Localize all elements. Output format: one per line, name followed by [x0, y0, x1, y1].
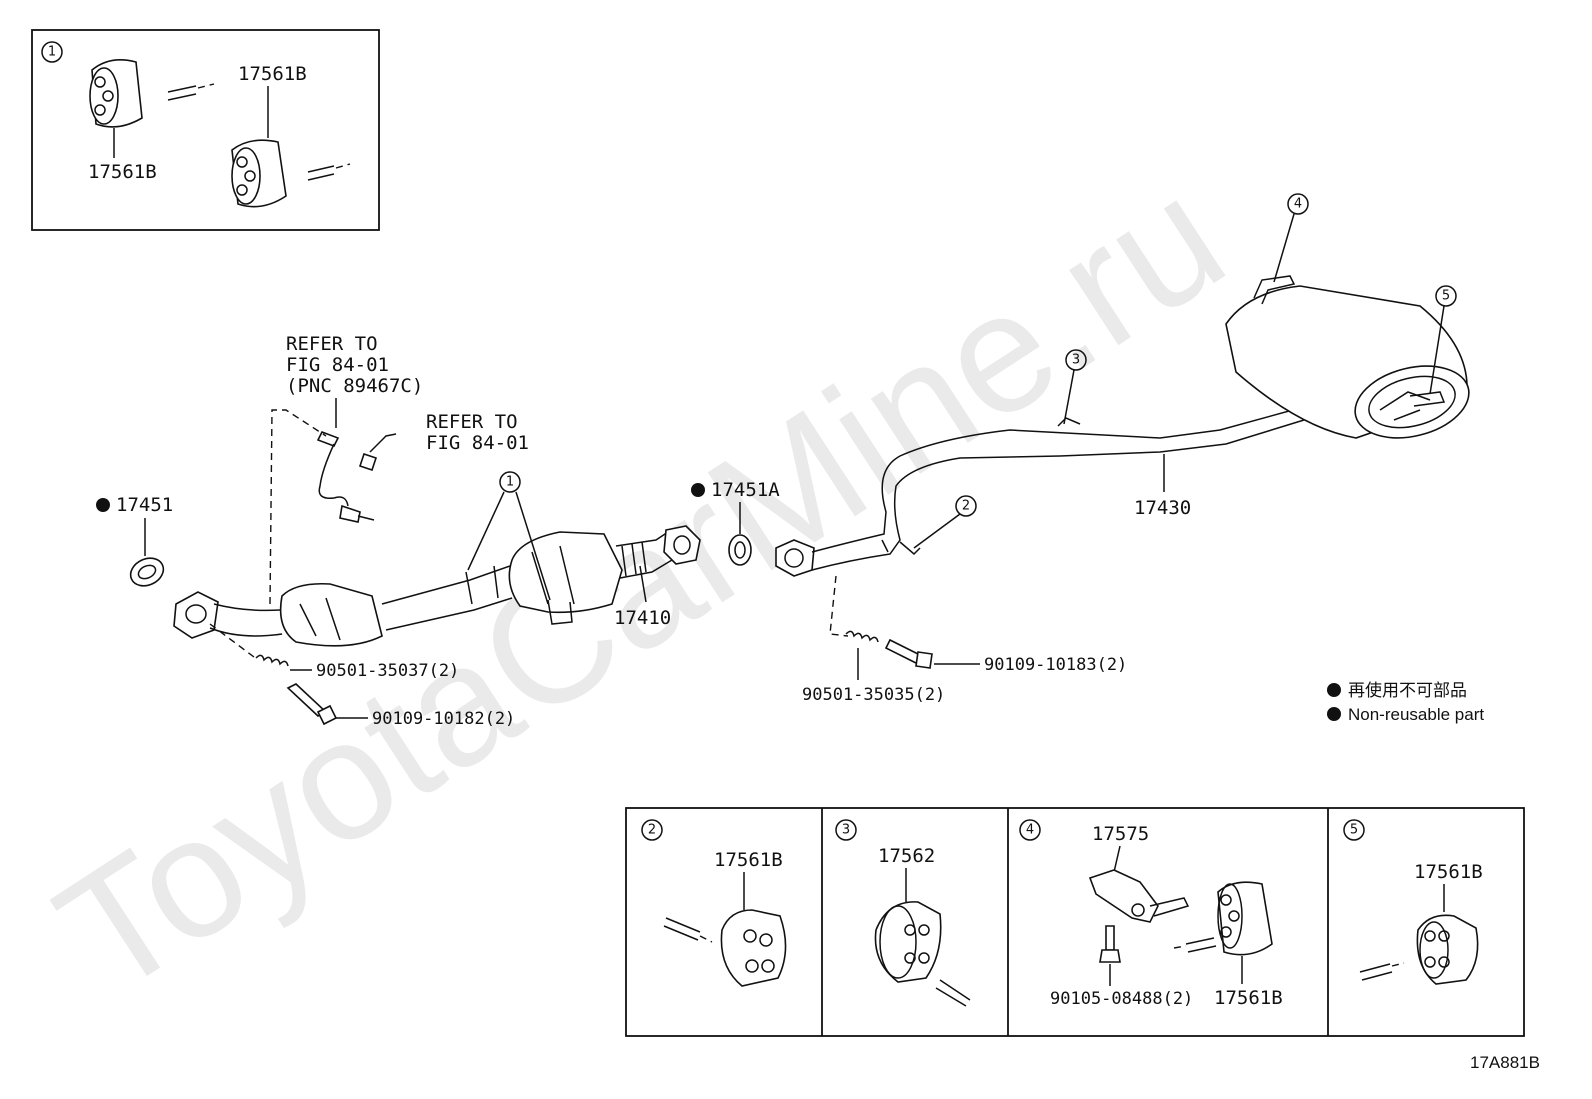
detail-box-1-frame — [31, 29, 380, 231]
detail-box-1: 1 17561B 17561B — [31, 29, 380, 231]
pipe-flange-icon — [663, 525, 701, 565]
rubber-hanger-icon — [720, 909, 787, 987]
pin-icon — [167, 85, 197, 101]
refer-fig-84-01-b-line2: FIG 84-01 — [426, 432, 529, 454]
non-reusable-dot-icon — [1327, 707, 1341, 721]
gasket-17451: 17451 — [96, 494, 173, 587]
callout-4: 4 — [1294, 197, 1302, 212]
part-label-17561B-box5: 17561B — [1414, 861, 1483, 883]
spring-bolt-set-left: 90501-35037(2) 90109-10182(2) — [209, 623, 515, 729]
pin-icon — [1185, 937, 1217, 953]
callout-circle-icon — [1435, 285, 1457, 307]
spring-bolt-set-middle: 90109-10183(2) 90501-35035(2) — [802, 575, 1127, 705]
part-label-90109-10182: 90109-10182(2) — [372, 709, 515, 729]
legend-english: Non-reusable part — [1348, 705, 1484, 724]
callout-2: 2 — [962, 499, 970, 514]
part-label-17561B-box2: 17561B — [714, 849, 783, 871]
watermark: ToyotaCarMine.ru — [27, 141, 1256, 1031]
callout-circle-icon — [1287, 193, 1309, 215]
detail-box-2-number: 2 — [648, 823, 656, 838]
part-label-90501-35035: 90501-35035(2) — [802, 685, 945, 705]
callout-5: 5 — [1442, 289, 1450, 304]
legend-japanese: 再使用不可部品 — [1348, 680, 1467, 700]
rubber-hanger-icon — [1416, 914, 1479, 985]
non-reusable-dot-icon — [691, 483, 705, 497]
gasket-ring-icon — [129, 557, 165, 587]
non-reusable-dot-icon — [1327, 683, 1341, 697]
detail-box-5-number: 5 — [1350, 823, 1358, 838]
part-label-17561B-b: 17561B — [238, 63, 307, 85]
detail-panels-frame — [625, 807, 1525, 1037]
part-label-17430: 17430 — [1134, 497, 1191, 519]
pin-icon — [935, 979, 971, 1007]
rubber-hanger-icon — [874, 901, 942, 983]
callout-circle-icon — [41, 41, 63, 63]
bolt-icon — [1099, 925, 1121, 963]
rubber-hanger-icon — [89, 59, 143, 128]
part-label-17451A: 17451A — [711, 479, 780, 501]
non-reusable-dot-icon — [96, 498, 110, 512]
rubber-hanger-icon — [1217, 881, 1273, 956]
callout-circle-icon — [499, 471, 521, 493]
gasket-17451A: 17451A — [691, 479, 780, 566]
part-label-90501-35037: 90501-35037(2) — [316, 661, 459, 681]
pin-icon — [663, 917, 701, 941]
refer-fig-84-01-b-line1: REFER TO — [426, 411, 518, 433]
part-label-17451: 17451 — [116, 494, 173, 516]
oxygen-sensor-icon — [316, 430, 375, 523]
callout-3: 3 — [1072, 353, 1080, 368]
callout-circle-icon — [1065, 349, 1087, 371]
callout-circle-icon — [955, 495, 977, 517]
part-label-90105-08488: 90105-08488(2) — [1050, 989, 1193, 1009]
callout-circle-icon — [1343, 819, 1365, 841]
tail-pipe-17430: 3 2 4 5 17430 — [775, 193, 1470, 577]
spring-icon — [255, 654, 289, 667]
detail-box-3: 3 17562 — [835, 819, 971, 1007]
callout-1: 1 — [506, 475, 514, 490]
callout-circle-icon — [1019, 819, 1041, 841]
detail-box-4: 4 17575 90105-08488(2) 17561B — [1019, 819, 1283, 1009]
detail-box-1-number: 1 — [48, 45, 56, 60]
bracket-icon — [1088, 869, 1190, 923]
legend: 再使用不可部品 Non-reusable part — [1327, 680, 1484, 724]
refer-fig-84-01-line1: REFER TO — [286, 333, 378, 355]
detail-box-4-number: 4 — [1026, 823, 1034, 838]
callout-circle-icon — [641, 819, 663, 841]
bolt-icon — [884, 638, 933, 669]
sensor-connector-icon — [358, 433, 397, 472]
front-pipe-17410: REFER TO FIG 84-01 (PNC 89467C) REFER TO… — [173, 333, 701, 647]
part-label-17561B-box4: 17561B — [1214, 987, 1283, 1009]
part-label-17561B-a: 17561B — [88, 161, 157, 183]
detail-box-2: 2 17561B — [641, 819, 787, 987]
refer-fig-84-01-line2: FIG 84-01 — [286, 354, 389, 376]
part-label-17562: 17562 — [878, 845, 935, 867]
part-label-17410: 17410 — [614, 607, 671, 629]
pin-icon — [1359, 963, 1393, 981]
part-label-17575: 17575 — [1092, 823, 1149, 845]
rubber-hanger-icon — [231, 139, 287, 208]
pin-icon — [307, 165, 335, 181]
detail-box-3-number: 3 — [842, 823, 850, 838]
detail-panels-bottom: 2 17561B 3 17562 4 — [625, 807, 1525, 1037]
figure-code: 17A881B — [1470, 1053, 1540, 1072]
pipe-flange-icon — [173, 591, 219, 639]
refer-fig-84-01-line3: (PNC 89467C) — [286, 375, 423, 397]
callout-circle-icon — [835, 819, 857, 841]
gasket-ring-icon — [728, 534, 752, 566]
spring-icon — [845, 630, 879, 643]
detail-box-5: 5 17561B — [1343, 819, 1483, 985]
part-label-90109-10183: 90109-10183(2) — [984, 655, 1127, 675]
